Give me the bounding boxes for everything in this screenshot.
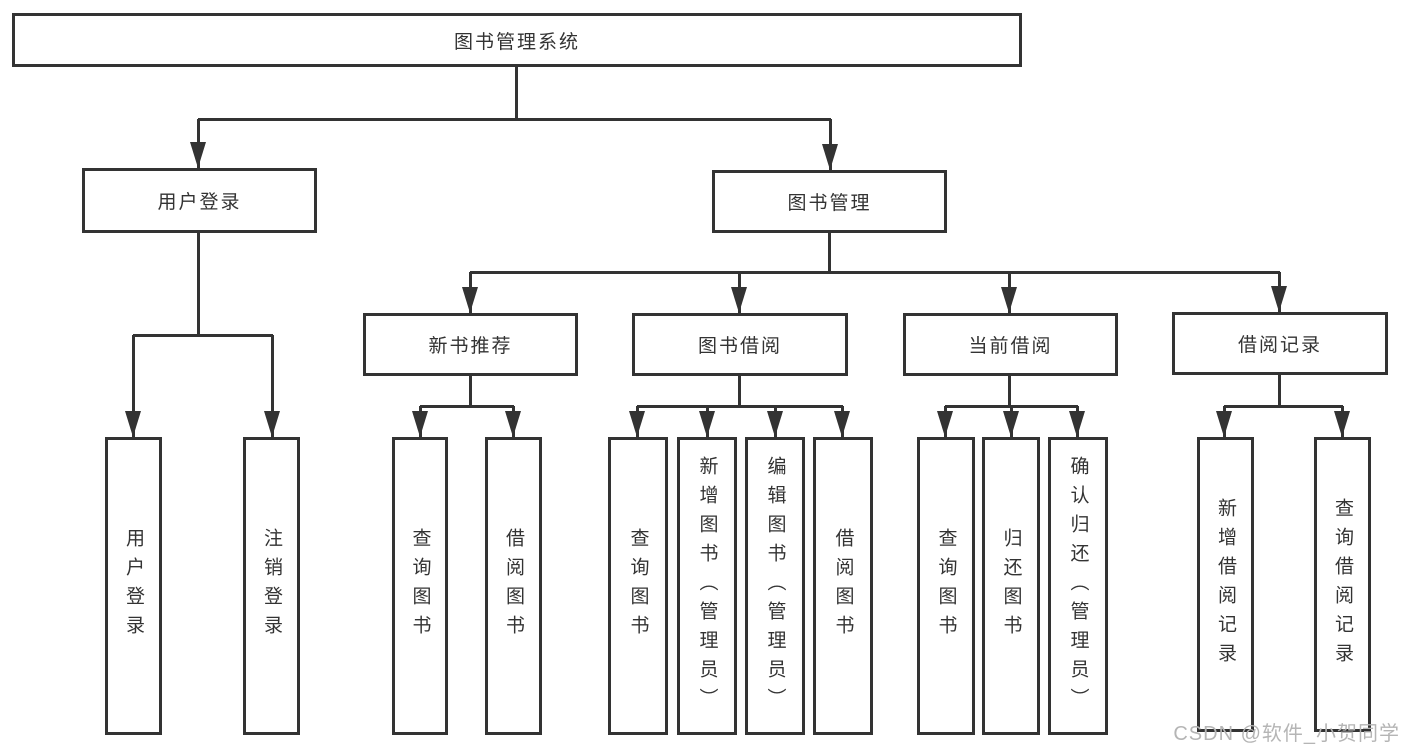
arrowhead-down-icon [1271, 286, 1287, 312]
node-label: 用户登录 [123, 528, 144, 644]
connector-line [514, 67, 518, 119]
node-recs-query-record: 查询借阅记录 [1314, 437, 1371, 732]
node-rec-borrow-books: 借阅图书 [485, 437, 542, 735]
arrowhead-down-icon [125, 411, 141, 437]
connector-line [198, 117, 831, 121]
arrowhead-down-icon [937, 411, 953, 437]
connector-line [1007, 376, 1011, 407]
node-label: 用户登录 [157, 192, 242, 213]
node-current-borrowing: 当前借阅 [903, 313, 1118, 376]
arrowhead-down-icon [412, 411, 428, 437]
node-login-user: 用户登录 [105, 437, 162, 735]
node-label: 新增借阅记录 [1215, 497, 1236, 672]
connector-line [468, 376, 472, 407]
arrowhead-down-icon [731, 287, 747, 313]
arrowhead-down-icon [462, 287, 478, 313]
node-label: 图书借阅 [697, 336, 782, 357]
arrowhead-down-icon [767, 411, 783, 437]
node-label: 确认归还（管理员） [1067, 455, 1089, 717]
arrowhead-down-icon [505, 411, 521, 437]
connector-line [737, 376, 741, 407]
node-label: 图书管理系统 [453, 31, 580, 53]
node-root-library-system: 图书管理系统 [12, 13, 1022, 67]
connector-line [1277, 375, 1281, 407]
connector-line [270, 335, 274, 437]
connector-line [470, 270, 1280, 274]
node-label: 查询借阅记录 [1332, 497, 1353, 672]
node-label: 借阅图书 [832, 528, 854, 644]
arrowhead-down-icon [1003, 411, 1019, 437]
arrowhead-down-icon [699, 411, 715, 437]
connector-line [196, 233, 200, 335]
node-label: 编辑图书（管理员） [764, 455, 786, 717]
node-label: 新书推荐 [428, 336, 513, 357]
arrowhead-down-icon [1069, 411, 1085, 437]
connector-line [827, 233, 831, 272]
connector-line [637, 404, 843, 408]
node-bor-query-books: 查询图书 [608, 437, 668, 735]
node-bor-borrow-books: 借阅图书 [813, 437, 873, 735]
node-rec-query-books: 查询图书 [392, 437, 448, 735]
node-book-management: 图书管理 [712, 170, 947, 233]
node-label: 查询图书 [627, 528, 649, 644]
node-book-borrowing: 图书借阅 [632, 313, 848, 376]
node-cur-return-books: 归还图书 [982, 437, 1040, 735]
arrowhead-down-icon [1334, 411, 1350, 437]
node-label: 查询图书 [409, 528, 431, 644]
node-logout-user: 注销登录 [243, 437, 300, 735]
node-label: 当前借阅 [968, 336, 1053, 357]
arrowhead-down-icon [1001, 287, 1017, 313]
node-user-login: 用户登录 [82, 168, 317, 233]
connector-line [420, 404, 514, 408]
node-label: 借阅图书 [503, 528, 524, 644]
arrowhead-down-icon [264, 411, 280, 437]
arrowhead-down-icon [822, 144, 838, 170]
connector-line [1224, 404, 1343, 408]
node-label: 归还图书 [1000, 528, 1022, 644]
csdn-watermark: CSDN @软件_小贺同学 [1173, 723, 1400, 745]
connector-line [133, 333, 273, 337]
node-cur-query-books: 查询图书 [917, 437, 975, 735]
node-recs-add-record: 新增借阅记录 [1197, 437, 1254, 732]
arrowhead-down-icon [834, 411, 850, 437]
node-label: 查询图书 [935, 528, 957, 644]
node-label: 新增图书（管理员） [696, 455, 718, 717]
arrowhead-down-icon [629, 411, 645, 437]
arrowhead-down-icon [1216, 411, 1232, 437]
arrowhead-down-icon [190, 142, 206, 168]
connector-line [131, 335, 135, 437]
node-label: 借阅记录 [1237, 335, 1322, 356]
node-borrowing-records: 借阅记录 [1172, 312, 1388, 375]
node-label: 图书管理 [787, 193, 872, 214]
node-label: 注销登录 [261, 528, 282, 644]
node-bor-edit-books-admin: 编辑图书（管理员） [745, 437, 805, 735]
node-cur-confirm-return: 确认归还（管理员） [1048, 437, 1108, 735]
node-new-book-recommend: 新书推荐 [363, 313, 578, 376]
node-bor-add-books-admin: 新增图书（管理员） [677, 437, 737, 735]
